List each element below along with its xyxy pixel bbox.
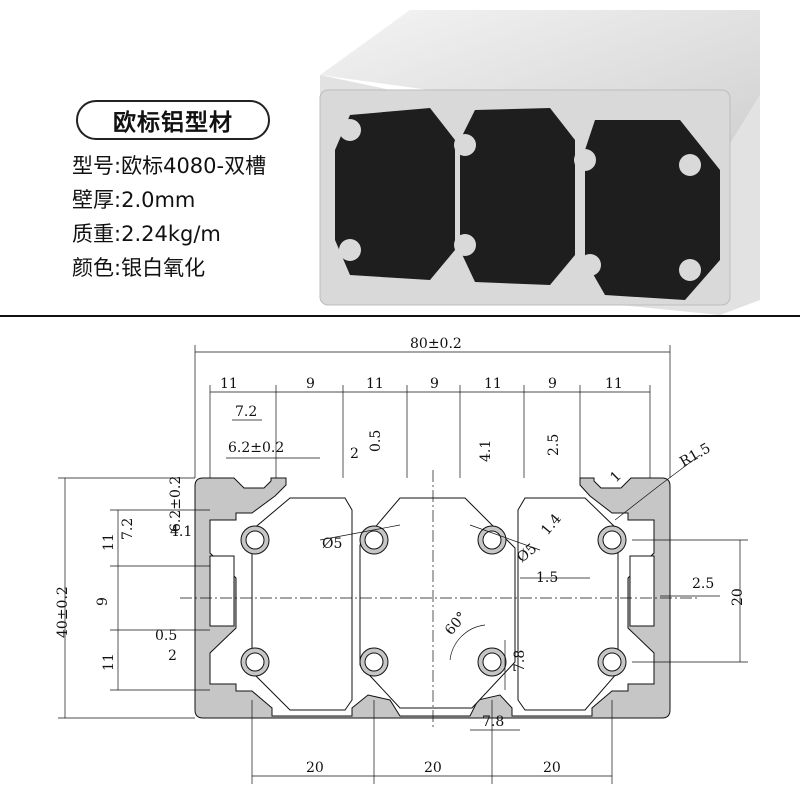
spec-model: 型号:欧标4080-双槽	[72, 150, 266, 180]
dim-radius-r15: R1.5	[677, 440, 713, 470]
spec-color-value: 银白氧化	[121, 256, 206, 280]
divider	[0, 315, 800, 317]
product-title: 欧标铝型材	[76, 100, 270, 140]
cavity-center	[359, 497, 516, 709]
dim-lip-2: 2	[350, 446, 359, 462]
dim-left-05: 0.5	[155, 628, 177, 644]
dim-top-11b: 11	[366, 376, 384, 392]
spec-model-label: 型号:	[72, 154, 122, 178]
dim-bottom-20c: 20	[543, 760, 561, 776]
spec-color-label: 颜色:	[72, 256, 122, 280]
dim-slot-opening: 6.2±0.2	[228, 440, 284, 456]
dim-bottom-20b: 20	[424, 760, 442, 776]
dim-top-11c: 11	[484, 376, 502, 392]
spec-wall: 壁厚:2.0mm	[72, 184, 195, 214]
dim-slot-inner-width: 7.2	[235, 404, 257, 420]
dim-left-41: 4.1	[170, 524, 192, 540]
dim-left-11-top: 11	[101, 533, 117, 551]
spec-weight: 质重:2.24kg/m	[72, 218, 221, 248]
dim-top-11a: 11	[220, 376, 238, 392]
dim-overall-width: 80±0.2	[410, 336, 462, 352]
dim-left-11-bottom: 11	[101, 653, 117, 671]
dim-hole-d5a: Ø5	[322, 536, 342, 552]
dim-left-72: 7.2	[120, 518, 136, 540]
spec-color: 颜色:银白氧化	[72, 252, 205, 282]
spec-weight-label: 质重:	[72, 222, 122, 246]
dim-depth-25: 2.5	[546, 434, 562, 456]
dim-top-11d: 11	[605, 376, 623, 392]
dim-top-9c: 9	[548, 376, 557, 392]
spec-wall-label: 壁厚:	[72, 188, 122, 212]
dim-left-2: 2	[168, 648, 177, 664]
dim-right-25: 2.5	[692, 576, 714, 592]
dim-slot-78b: 7.8	[482, 714, 504, 730]
spec-model-value: 欧标4080-双槽	[121, 154, 267, 178]
cavity-right	[517, 497, 619, 711]
product-photo	[319, 10, 760, 315]
dim-right-20: 20	[730, 588, 746, 606]
dim-depth-41: 4.1	[478, 440, 494, 462]
dim-top-9b: 9	[430, 376, 439, 392]
dim-edge-1: 1	[607, 468, 625, 486]
dim-web-15: 1.5	[536, 570, 558, 586]
dim-left-62: 6.2±0.2	[168, 476, 184, 532]
spec-wall-value: 2.0mm	[121, 188, 196, 212]
dim-top-9a: 9	[306, 376, 315, 392]
technical-drawing: 80±0.2 11 9 11 9 11 9 11 7.2 6.2±0.2 2 0…	[55, 336, 748, 784]
dim-slot-78a: 7.8	[512, 650, 528, 672]
dim-overall-height: 40±0.2	[55, 586, 71, 638]
dim-bottom-20a: 20	[306, 760, 324, 776]
cavity-left	[251, 497, 353, 711]
dim-lip-05: 0.5	[368, 430, 384, 452]
dim-left-9: 9	[95, 597, 111, 606]
spec-weight-value: 2.24kg/m	[121, 222, 221, 246]
